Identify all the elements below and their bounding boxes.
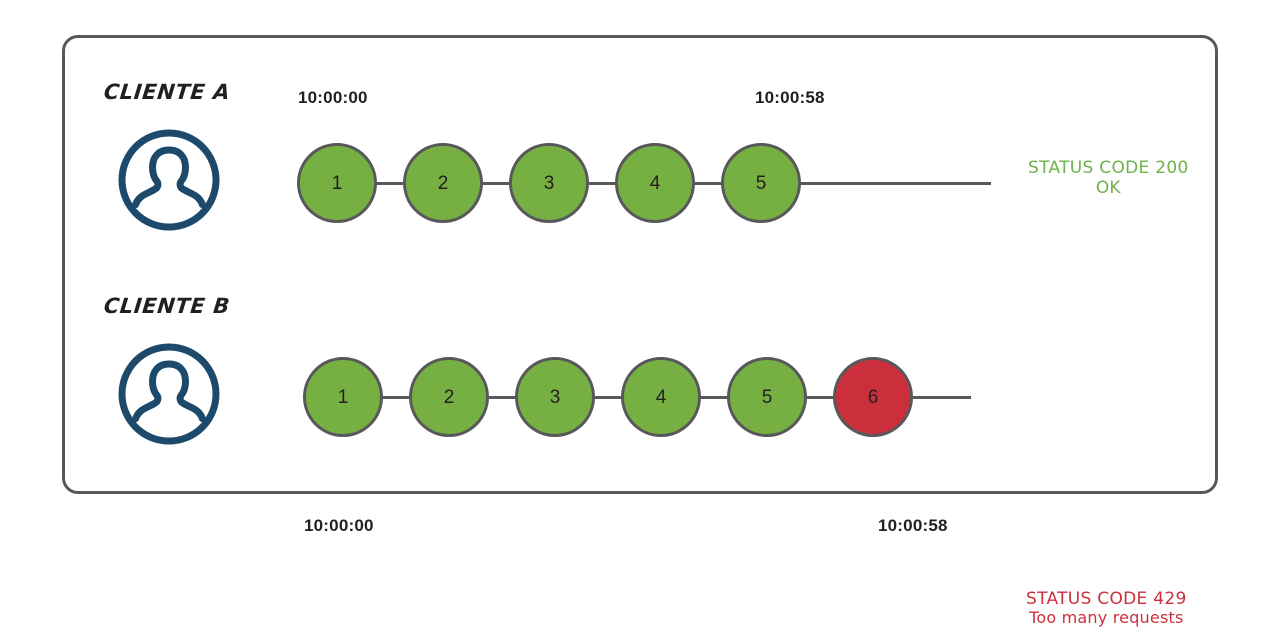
chain-connector — [807, 395, 833, 399]
request-node[interactable]: 5 — [721, 143, 801, 223]
client-b-label: CLIENTE B — [102, 294, 232, 318]
request-node[interactable]: 1 — [297, 143, 377, 223]
chain-connector — [595, 395, 621, 399]
request-node-label: 4 — [655, 386, 667, 408]
timestamp-end-a: 10:00:58 — [755, 88, 825, 107]
chain-connector — [695, 181, 721, 185]
chain-connector — [589, 181, 615, 185]
request-node[interactable]: 5 — [727, 357, 807, 437]
request-node-label: 1 — [337, 386, 349, 408]
user-avatar-icon — [117, 342, 221, 446]
status-message-b: Too many requests — [1029, 608, 1184, 628]
status-block-a: STATUS CODE 200 OK — [1028, 158, 1189, 198]
user-avatar-icon — [117, 128, 221, 232]
chain-tail — [913, 395, 971, 399]
request-node[interactable]: 3 — [509, 143, 589, 223]
request-node-blocked[interactable]: 6 — [833, 357, 913, 437]
status-code-b: STATUS CODE 429 — [1026, 589, 1187, 609]
request-node-label: 4 — [649, 172, 661, 194]
chain-connector — [489, 395, 515, 399]
chain-connector — [483, 181, 509, 185]
request-node[interactable]: 4 — [621, 357, 701, 437]
chain-tail — [801, 181, 991, 185]
request-node-label: 3 — [543, 172, 555, 194]
request-chain-a: 1 2 3 4 5 — [297, 140, 991, 226]
diagram-canvas: CLIENTE A 10:00:00 10:00:58 1 2 — [62, 35, 1218, 627]
request-node[interactable]: 3 — [515, 357, 595, 437]
request-chain-b: 1 2 3 4 5 6 — [303, 354, 971, 440]
request-node[interactable]: 2 — [403, 143, 483, 223]
client-a-label: CLIENTE A — [102, 80, 232, 104]
request-node-label: 3 — [549, 386, 561, 408]
request-node-label: 6 — [867, 386, 879, 408]
request-node-label: 2 — [443, 386, 455, 408]
status-block-b: STATUS CODE 429 Too many requests — [1026, 589, 1187, 628]
request-node[interactable]: 2 — [409, 357, 489, 437]
status-message-a: OK — [1095, 178, 1121, 199]
request-node-label: 1 — [331, 172, 343, 194]
request-node-label: 5 — [761, 386, 773, 408]
status-code-a: STATUS CODE 200 — [1028, 158, 1189, 178]
request-node-label: 2 — [437, 172, 449, 194]
request-node[interactable]: 4 — [615, 143, 695, 223]
chain-connector — [383, 395, 409, 399]
timestamp-end-b: 10:00:58 — [878, 516, 948, 535]
chain-connector — [701, 395, 727, 399]
chain-connector — [377, 181, 403, 185]
request-node[interactable]: 1 — [303, 357, 383, 437]
timestamp-start-a: 10:00:00 — [298, 88, 368, 107]
request-node-label: 5 — [755, 172, 767, 194]
timestamp-start-b: 10:00:00 — [304, 516, 374, 535]
